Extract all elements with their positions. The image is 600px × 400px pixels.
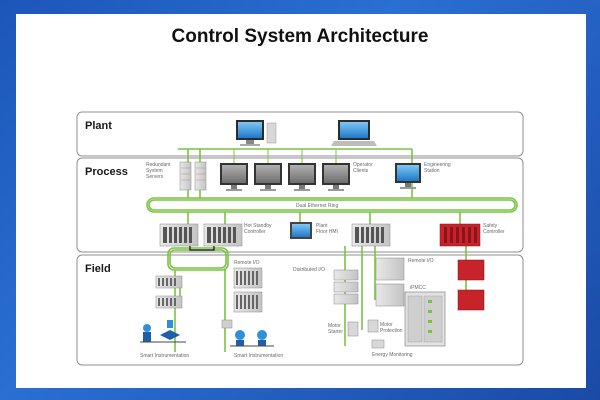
hot-standby-label-2: Controller [244,229,266,235]
plant-workstation-icon [236,120,277,146]
safety-controller-icon [439,223,481,247]
plant-floor-hmi-label-1: Plant [316,223,328,229]
redundant-servers-label-1: Redundant [146,162,171,168]
motor-protection-label-2: Protection [380,328,403,334]
operator-clients-icon [220,163,350,191]
engineering-station-label-2: Station [424,168,440,174]
redundant-servers-label-2: System [146,168,163,174]
smart-instrumentation-2-label: Smart Instrumentation [234,353,283,359]
remote-io-left-label: Remote I/O [234,260,260,266]
motor-starter-label-2: Starter [328,329,343,335]
io-rack-left-1-icon [155,275,183,309]
distributed-io-icon [333,269,359,305]
smart-instrumentation-2-icon [221,319,274,347]
plant-floor-hmi-label-2: Floor HMI [316,229,338,235]
remote-io-right-label: Remote I/O [408,258,434,264]
motor-protection-label-1: Motor [380,322,393,328]
hot-standby-controller-icon [159,223,243,251]
zone-label-field: Field [85,263,111,275]
operator-clients-label-2: Clients [353,168,369,174]
safety-controller-label-2: Controller [483,229,505,235]
plant-laptop-icon [331,120,377,146]
zone-label-plant: Plant [85,120,112,132]
motor-starter-label-1: Motor [328,323,341,329]
dual-ethernet-ring-label: Dual Ethernet Ring [296,203,338,209]
engineering-station-label-1: Engineering [424,162,451,168]
ipmcc-cabinet-icon [404,291,446,347]
operator-client-drops [233,149,337,163]
safety-controller-label-1: Safety [483,223,498,229]
redundant-servers-label-3: Servers [146,174,164,180]
engineering-station-icon [395,163,421,189]
energy-monitoring-label: Energy Monitoring [372,352,413,358]
motor-starter-icon [347,321,359,337]
plant-floor-hmi-icon [290,222,312,239]
diagram-title: Control System Architecture [171,26,429,47]
operator-clients-label-1: Operator [353,162,373,168]
smart-instrumentation-1-icon [140,320,186,343]
distributed-io-label: Distributed I/O [293,267,325,273]
safety-io-icon [457,259,485,311]
zone-label-process: Process [85,166,128,178]
hot-standby-label-1: Hot Standby [244,223,272,229]
zone-plant: Plant [76,111,524,157]
redundant-servers-icon [179,161,207,191]
remote-io-left-icon [233,267,263,313]
smart-instrumentation-1-label: Smart Instrumentation [140,353,189,359]
motor-protection-icon [367,319,379,333]
ipmcc-label: iPMCC [410,285,426,291]
process-controller-rack-icon [351,223,391,247]
energy-monitoring-icon [371,339,385,349]
remote-io-right-icon [375,257,405,307]
